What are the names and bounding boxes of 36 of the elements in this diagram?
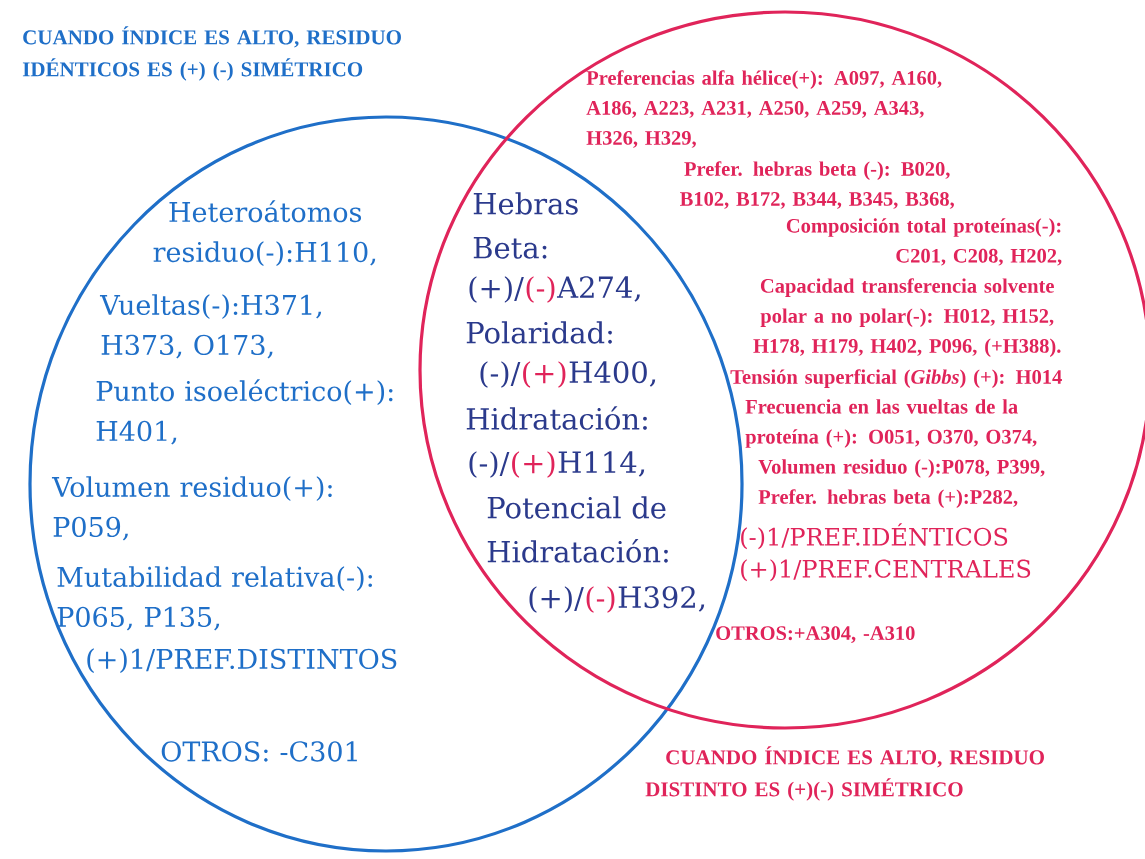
category-text: Heteroátomos residuo(-):H110, [153,200,376,266]
category-text: OTROS: -C301 [161,741,357,762]
overlap-text: (+) [512,451,555,478]
condition-note: CUANDO ÍNDICE ES ALTO, RESIDUO IDÉNTICOS ES (+) (-) SIMÉTRICO [22,26,401,81]
category-text: Preferencias alfa hélice(+): A097, A160, A186, A223, A231, A250, A259, A343, H326, H329, [586,70,942,148]
category-text: (+)1/PREF.CENTRALES [741,559,1031,582]
overlap-text: Polaridad: [466,321,612,344]
category-text: Volumen residuo (-):P078, P399, [758,459,1045,478]
overlap-text: A274, [556,276,640,302]
category-text: Tensión superficial (Gibbs) (+): H014 [730,369,1062,388]
overlap-text: Potencial de Hidratación: [487,496,668,563]
overlap-text: H392, [618,586,705,612]
category-text: (+)1/PREF.DISTINTOS [87,648,397,673]
category-text: Vueltas(-):H371, H373, O173, [99,294,322,359]
overlap-text: H400, [569,361,656,387]
category-text: Punto isoeléctrico(+): H401, [96,379,393,445]
overlap-text: (-) [526,276,555,303]
category-text: Volumen residuo(+): P059, [51,476,332,541]
overlap-text: (-) [586,586,615,613]
category-text: Composición total proteínas(-): C201, C208, H202, [786,218,1062,266]
category-text: Prefer. hebras beta (-): B020, B102, B172, B344, B345, B368, [680,161,954,209]
overlap-text: (+)/ [529,586,584,613]
category-text: Prefer. hebras beta (+):P282, [758,489,1018,508]
overlap-text: Hidratación: [466,406,647,430]
category-text: Frecuencia en las vueltas de la proteína (+): O051, O370, O374, [745,399,1037,448]
category-text: Mutabilidad relativa(-): P065, P135, [57,566,372,631]
condition-note: CUANDO ÍNDICE ES ALTO, RESIDUO DISTINTO ES (+)(-) SIMÉTRICO [645,746,1044,801]
overlap-text: (-)/ [480,361,521,388]
overlap-text: (+)/ [469,276,524,303]
overlap-text: Hebras Beta: [473,192,578,259]
overlap-text: H114, [558,451,645,477]
overlap-text: (+) [523,361,566,388]
category-text: (-)1/PREF.IDÉNTICOS [741,523,1008,550]
category-text: Capacidad transferencia solvente polar a no polar(-): H012, H152, H178, H179, H402, P096, (+H388). [753,278,1061,357]
overlap-text: (-)/ [469,451,510,478]
category-text: OTROS:+A304, -A310 [716,626,915,643]
